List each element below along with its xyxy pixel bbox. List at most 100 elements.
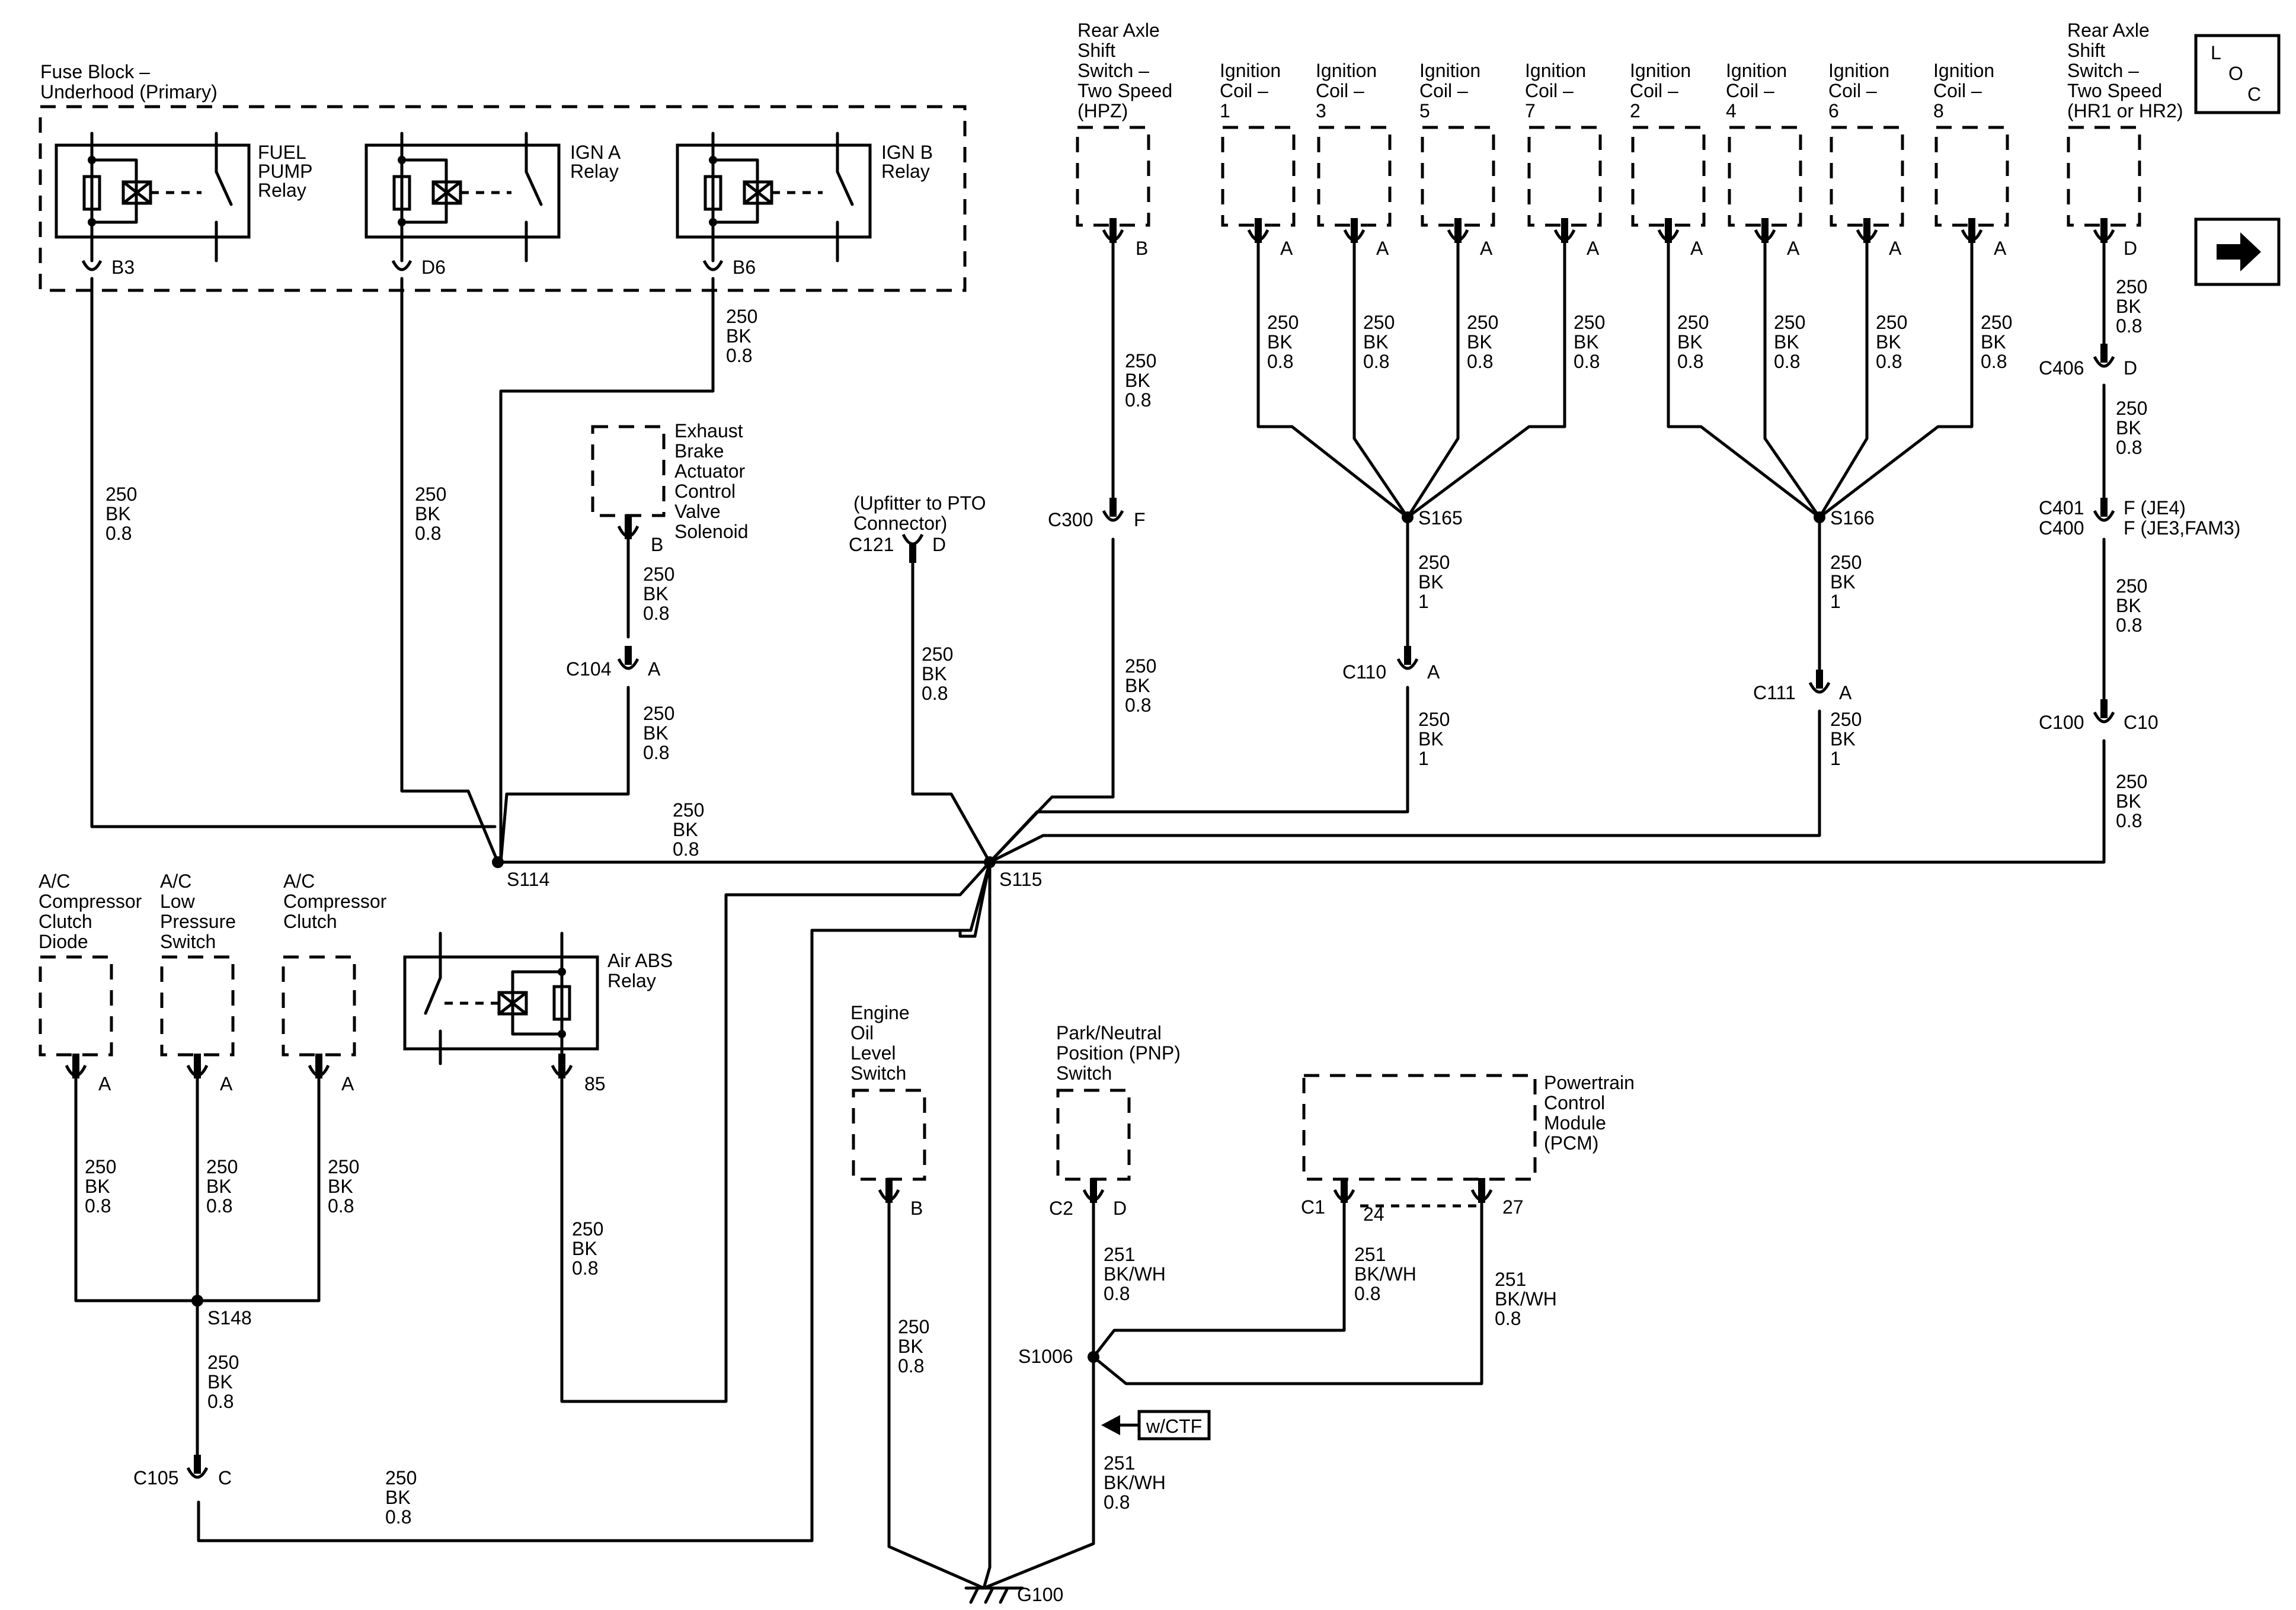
ignition-coil-label: 8 bbox=[1933, 100, 1944, 121]
connector-label: C2 bbox=[1049, 1198, 1073, 1219]
svg-text:Compressor: Compressor bbox=[283, 891, 387, 912]
svg-text:Switch: Switch bbox=[160, 931, 216, 952]
connector-label: C104 bbox=[566, 658, 612, 680]
next-page-arrow-icon[interactable] bbox=[2194, 217, 2281, 286]
wire-spec-label: 250 bbox=[2116, 575, 2147, 597]
wire-spec-label: BK bbox=[898, 1336, 923, 1357]
svg-text:Two Speed: Two Speed bbox=[2067, 80, 2162, 101]
c406-connector bbox=[2093, 356, 2115, 368]
abs-pin bbox=[551, 1064, 573, 1077]
splice-label: S115 bbox=[999, 869, 1042, 890]
svg-text:Brake: Brake bbox=[674, 440, 724, 462]
park-neutral-position-switch: Park/Neutral Position (PNP) Switch bbox=[1056, 1022, 1181, 1181]
wire-c104-to-s114 bbox=[499, 686, 630, 864]
svg-text:Actuator: Actuator bbox=[674, 460, 746, 482]
svg-text:Connector): Connector) bbox=[853, 513, 947, 534]
wire-spec-label: BK/WH bbox=[1495, 1288, 1557, 1310]
pin-label: A bbox=[1427, 661, 1440, 683]
wire-spec-label: 250 bbox=[207, 1352, 239, 1373]
coil-pin bbox=[1754, 229, 1776, 242]
c111-connector bbox=[1808, 681, 1831, 694]
wire-coil1 bbox=[1256, 241, 1409, 519]
ignition-coil-label: Ignition bbox=[1525, 60, 1586, 81]
pin-label: B bbox=[651, 534, 663, 555]
pnp-pin bbox=[1082, 1189, 1105, 1202]
wire-spec-label: 0.8 bbox=[1125, 694, 1151, 716]
c100-connector bbox=[2093, 711, 2115, 724]
wire-spec-label: 250 bbox=[643, 564, 674, 585]
pin-label: A bbox=[98, 1073, 111, 1094]
wire-pnp-to-g100 bbox=[982, 1201, 1095, 1590]
hpz-pin bbox=[1102, 229, 1124, 242]
wire-spec-label: 0.8 bbox=[673, 838, 699, 860]
svg-text:(HPZ): (HPZ) bbox=[1077, 100, 1128, 121]
wire-coil6 bbox=[1818, 241, 1869, 519]
pin-label: A bbox=[648, 658, 661, 680]
wire-spec-label: 0.8 bbox=[2116, 437, 2142, 458]
wire-spec-label: 0.8 bbox=[1104, 1491, 1130, 1513]
wire-spec-label: BK bbox=[85, 1176, 110, 1197]
ign-b-relay: IGN B Relay bbox=[676, 132, 933, 263]
svg-text:IGN A: IGN A bbox=[570, 142, 621, 163]
wire-spec-label: 250 bbox=[673, 799, 704, 821]
ignition-coil-label: Ignition bbox=[1630, 60, 1691, 81]
wire-spec-label: 250 bbox=[1363, 312, 1395, 333]
ignition-coil-8 bbox=[1934, 126, 2009, 227]
wire-spec-label: 250 bbox=[1876, 312, 1907, 333]
svg-text:Valve: Valve bbox=[674, 501, 721, 522]
svg-text:IGN B: IGN B bbox=[881, 142, 933, 163]
coil-pin bbox=[1961, 229, 1983, 242]
wire-spec-label: 250 bbox=[85, 1156, 116, 1177]
wire-spec-label: 250 bbox=[206, 1156, 238, 1177]
ignition-coil-label: Coil – bbox=[1316, 80, 1364, 101]
wire-spec-label: BK bbox=[2116, 790, 2141, 812]
wire-spec-label: 0.8 bbox=[1467, 351, 1493, 372]
splice-s148 bbox=[191, 1295, 203, 1307]
fuse-block-pins: B3 D6 B6 bbox=[81, 257, 756, 278]
wire-spec-label: BK bbox=[1574, 331, 1599, 353]
wire-spec-label: BK bbox=[1125, 675, 1150, 696]
ignition-coil-label: 5 bbox=[1419, 100, 1430, 121]
wire-spec-label: BK bbox=[207, 1371, 233, 1393]
wire-spec-label: 250 bbox=[922, 644, 953, 665]
pin-label: B bbox=[910, 1198, 923, 1219]
wire-c300-to-s115 bbox=[988, 537, 1115, 864]
wire-spec-label: BK bbox=[2116, 417, 2141, 438]
wire-spec-label: BK bbox=[643, 583, 669, 604]
svg-text:Relay: Relay bbox=[881, 161, 930, 182]
svg-text:Position (PNP): Position (PNP) bbox=[1056, 1042, 1181, 1064]
wire-spec-label: BK bbox=[1418, 571, 1444, 593]
ignition-coil-1 bbox=[1221, 126, 1296, 227]
upfitter-pto-connector: (Upfitter to PTO Connector) bbox=[853, 492, 986, 534]
exhaust-brake-solenoid: Exhaust Brake Actuator Control Valve Sol… bbox=[591, 420, 749, 542]
ignition-coil-label: 1 bbox=[1220, 100, 1230, 121]
wire-spec-label: BK bbox=[1418, 728, 1444, 750]
ignition-coil-label: Ignition bbox=[1316, 60, 1377, 81]
ignition-coil-2 bbox=[1631, 126, 1706, 227]
wire-spec-label: 1 bbox=[1418, 591, 1429, 612]
wire-spec-label: BK/WH bbox=[1104, 1263, 1166, 1285]
wire-spec-label: 0.8 bbox=[1125, 389, 1151, 411]
wire-spec-label: 250 bbox=[898, 1316, 929, 1337]
wire-coil5 bbox=[1406, 241, 1460, 519]
wire-spec-label: BK bbox=[385, 1487, 411, 1508]
pin-label: A bbox=[341, 1073, 354, 1094]
pin-label: A bbox=[1889, 238, 1902, 259]
wire-spec-label: 1 bbox=[1418, 748, 1429, 769]
pin-label: F bbox=[1134, 509, 1146, 530]
air-abs-relay: Air ABS Relay bbox=[403, 932, 673, 1074]
svg-text:Solenoid: Solenoid bbox=[674, 521, 749, 542]
wire-b6-to-s114 bbox=[499, 277, 715, 864]
wire-spec-label: 250 bbox=[2116, 771, 2147, 792]
wire-spec-label: BK bbox=[2116, 296, 2141, 317]
wire-spec-label: 0.8 bbox=[1354, 1283, 1380, 1304]
ignition-coil-label: Ignition bbox=[1726, 60, 1787, 81]
powertrain-control-module: Powertrain Control Module (PCM) bbox=[1302, 1072, 1635, 1208]
wire-spec-label: 0.8 bbox=[922, 683, 948, 704]
coil-pin bbox=[1343, 229, 1366, 242]
svg-text:Oil: Oil bbox=[850, 1022, 874, 1044]
pin-label: D bbox=[2124, 238, 2137, 259]
svg-text:A/C: A/C bbox=[39, 870, 70, 892]
pin-label: A bbox=[1280, 238, 1293, 259]
wire-spec-label: BK bbox=[1125, 370, 1150, 391]
